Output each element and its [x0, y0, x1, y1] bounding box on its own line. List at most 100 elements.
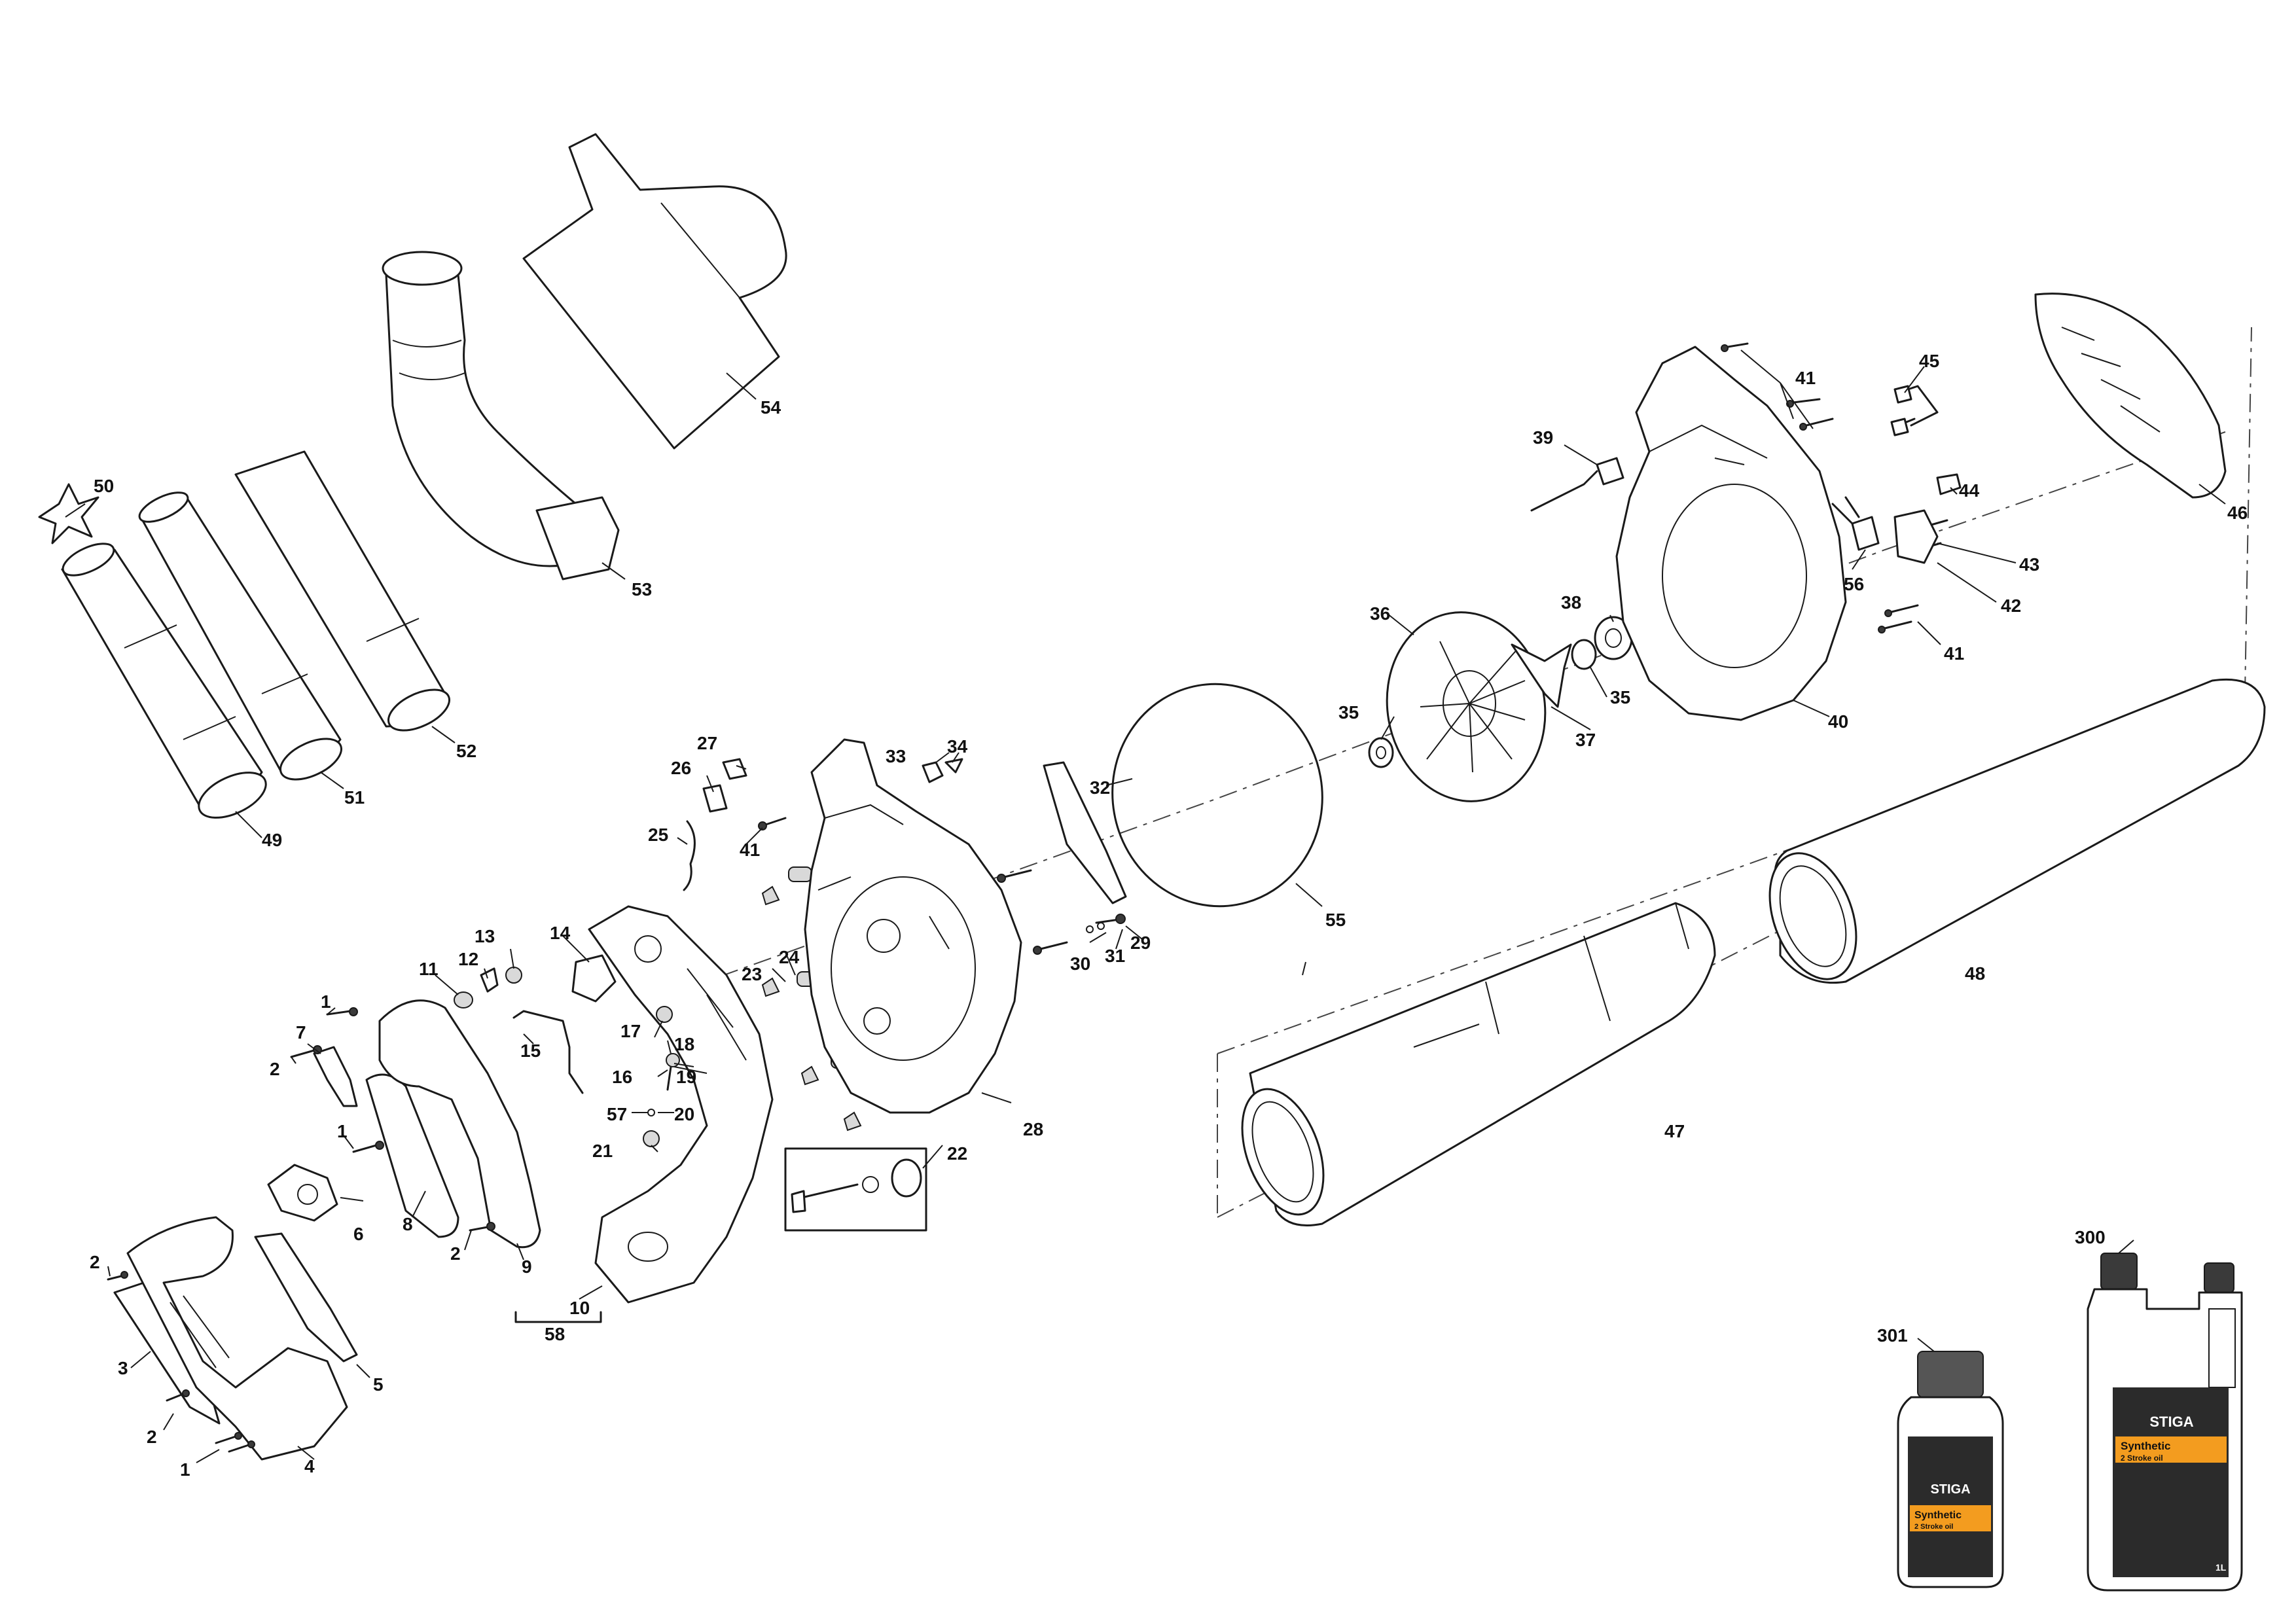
bottle-300-product: Synthetic — [2121, 1440, 2171, 1452]
part-9-upper-handle — [378, 999, 541, 1249]
callout-53: 53 — [632, 579, 652, 599]
callout-2d: 2 — [147, 1427, 157, 1447]
bottle-301-brand: STIGA — [1930, 1482, 1970, 1497]
callout-28: 28 — [1023, 1119, 1043, 1139]
callout-44: 44 — [1959, 480, 1980, 501]
callout-32: 32 — [1090, 777, 1110, 798]
leader-lines — [65, 349, 2226, 1463]
callout-57: 57 — [607, 1104, 627, 1124]
callout-7: 7 — [296, 1022, 306, 1043]
callout-13: 13 — [475, 926, 495, 946]
part-52-blow-nozzle — [234, 450, 451, 732]
callout-6: 6 — [353, 1224, 364, 1244]
part-6-throttle-knob — [267, 1164, 338, 1222]
callout-40: 40 — [1828, 711, 1848, 732]
callout-24: 24 — [779, 947, 800, 967]
callout-26: 26 — [671, 758, 691, 778]
callout-9: 9 — [522, 1257, 532, 1277]
callout-14: 14 — [550, 923, 571, 943]
part-32-bracket — [1043, 761, 1127, 904]
part-14-carburetor — [571, 954, 617, 1003]
callout-12: 12 — [458, 949, 478, 969]
callout-3: 3 — [118, 1358, 128, 1378]
callout-36: 36 — [1370, 603, 1390, 624]
callout-50: 50 — [94, 476, 114, 496]
callout-33: 33 — [886, 746, 906, 766]
callout-2b: 2 — [450, 1243, 461, 1264]
callout-54: 54 — [761, 397, 781, 418]
callout-38: 38 — [1561, 592, 1581, 613]
bottle-301-subtitle: 2 Stroke oil — [1914, 1523, 1953, 1531]
part-10-engine-housing — [588, 905, 774, 1304]
ignition-parts — [1530, 342, 1962, 633]
callout-30: 30 — [1070, 954, 1090, 974]
bottle-300-brand: STIGA — [2149, 1414, 2193, 1430]
callout-5: 5 — [373, 1374, 384, 1395]
callout-8: 8 — [403, 1214, 413, 1234]
callout-41a: 41 — [1795, 368, 1816, 388]
part-46-fan-cover — [2034, 293, 2227, 499]
small-hardware — [107, 758, 1126, 1453]
callout-48: 48 — [1965, 963, 1985, 984]
callout-46: 46 — [2227, 503, 2248, 523]
oil-bottle-300: STIGA Synthetic 2 Stroke oil 1L — [2087, 1253, 2243, 1592]
callout-52: 52 — [456, 741, 476, 761]
callout-4: 4 — [304, 1456, 315, 1476]
callout-2c: 2 — [90, 1252, 100, 1272]
part-36-fan-wheel — [1386, 611, 1547, 802]
callout-27: 27 — [697, 733, 717, 753]
callout-41b: 41 — [740, 840, 760, 860]
part-51-blow-tube — [138, 491, 343, 781]
callout-55: 55 — [1325, 910, 1346, 930]
part-28-fan-housing — [804, 738, 1022, 1114]
callout-58: 58 — [545, 1324, 565, 1344]
callout-29: 29 — [1130, 933, 1151, 953]
part-48-blower-tube — [1768, 678, 2266, 984]
part-5-handle-panel — [254, 1232, 358, 1363]
oil-bottle-301: STIGA Synthetic 2 Stroke oil — [1897, 1351, 2004, 1588]
callout-301: 301 — [1877, 1325, 1908, 1346]
callout-15: 15 — [520, 1041, 541, 1061]
part-38-bearing — [1594, 616, 1633, 660]
callout-18: 18 — [674, 1034, 694, 1054]
callout-1b: 1 — [337, 1121, 348, 1141]
callout-23: 23 — [742, 964, 762, 984]
callout-43: 43 — [2019, 554, 2039, 575]
callout-21: 21 — [592, 1141, 613, 1161]
callout-11: 11 — [419, 959, 439, 979]
callout-31: 31 — [1105, 946, 1125, 966]
part-4-main-handle — [126, 1216, 348, 1461]
part-53-bent-tube — [382, 251, 620, 580]
callout-34: 34 — [947, 736, 968, 757]
callout-20: 20 — [674, 1104, 694, 1124]
callout-49: 49 — [262, 830, 282, 850]
callout-35a: 35 — [1338, 702, 1359, 722]
part-37-hub — [1511, 643, 1572, 708]
bottle-301-product: Synthetic — [1914, 1510, 1962, 1521]
callout-labels: 50 49 51 52 53 54 41 39 45 46 44 43 42 4… — [90, 351, 2248, 1480]
part-8-side-cover — [365, 1073, 459, 1238]
callout-45: 45 — [1919, 351, 1939, 371]
part-47-blower-tube — [1241, 902, 1716, 1226]
callout-16: 16 — [612, 1067, 632, 1087]
callout-1a: 1 — [321, 991, 331, 1012]
callout-17: 17 — [620, 1021, 641, 1041]
callout-25: 25 — [648, 825, 668, 845]
callout-42: 42 — [2001, 596, 2021, 616]
callout-22: 22 — [947, 1143, 967, 1164]
callout-35b: 35 — [1610, 687, 1630, 707]
callout-41c: 41 — [1944, 643, 1964, 664]
part-54-collection-bag — [522, 133, 787, 450]
callout-51: 51 — [344, 787, 365, 808]
callout-300: 300 — [2075, 1227, 2106, 1247]
part-35-washer — [1368, 639, 1597, 768]
callout-2a: 2 — [270, 1059, 280, 1079]
bottle-300-subtitle: 2 Stroke oil — [2121, 1454, 2163, 1463]
part-50-clip — [38, 483, 99, 544]
callout-1c: 1 — [180, 1459, 190, 1480]
bracket-58 — [514, 1311, 602, 1323]
callout-47: 47 — [1664, 1121, 1685, 1141]
callout-37: 37 — [1575, 730, 1596, 750]
callout-56: 56 — [1844, 574, 1864, 594]
